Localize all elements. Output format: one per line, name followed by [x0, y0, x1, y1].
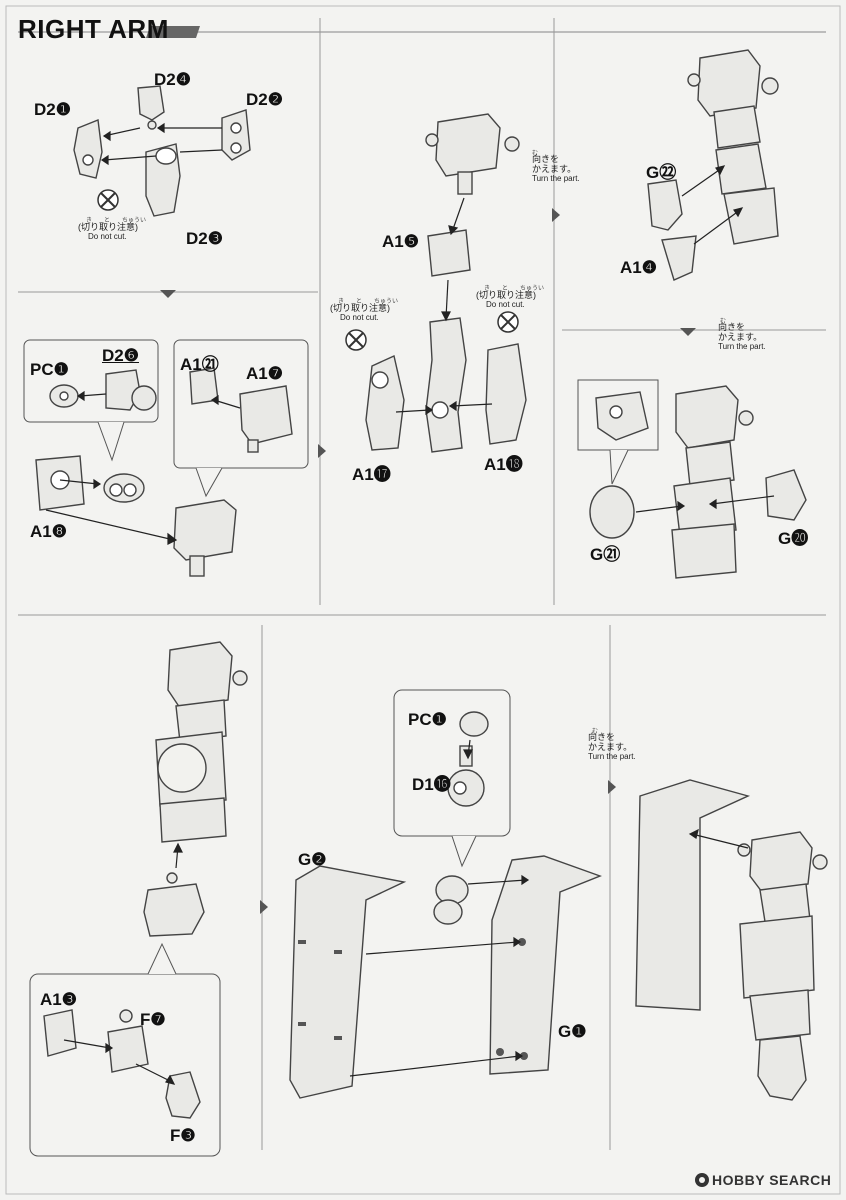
do-not-cut-icon-2	[345, 329, 367, 351]
ruby-mu-2: む	[720, 319, 727, 325]
ruby-mu-3: む	[592, 729, 599, 735]
part-label-d2-6: D2❻	[102, 346, 139, 365]
ruby-chuui-1: ちゅうい	[122, 218, 147, 224]
part-label-a1-3: A1❸	[40, 990, 77, 1009]
turn-jp-line2-3: かえます。	[588, 742, 633, 752]
part-label-a1-18: A1⓲	[484, 455, 523, 474]
ruby-mu-1: む	[532, 151, 539, 157]
turn-jp-line1-3: 向きを	[588, 732, 616, 742]
do-not-cut-en: Do not cut.	[88, 232, 127, 241]
part-label-d2-4: D2❹	[154, 70, 191, 89]
turn-note-2: 向きを かえます。 Turn the part.	[718, 322, 766, 352]
part-label-g2: G❷	[298, 850, 327, 869]
turn-jp-line1-2: 向きを	[718, 322, 746, 332]
do-not-cut-en-2: Do not cut.	[340, 313, 379, 322]
turn-jp-line2: かえます。	[532, 164, 577, 174]
do-not-cut-en-3: Do not cut.	[486, 300, 525, 309]
page-title: RIGHT ARM	[18, 14, 169, 44]
ruby-kiri-3: き	[484, 286, 491, 292]
part-label-f3: F❸	[170, 1126, 196, 1145]
part-label-g21: G㉑	[590, 545, 621, 564]
do-not-cut-note-3: (切り取り注意) Do not cut.	[476, 290, 536, 310]
ruby-kiri-2: き	[338, 299, 345, 305]
turn-jp-line2-2: かえます。	[718, 332, 763, 342]
do-not-cut-note-2: (切り取り注意) Do not cut.	[330, 303, 390, 323]
do-not-cut-jp-2: (切り取り注意)	[330, 303, 390, 313]
turn-note-1: 向きを かえます。 Turn the part.	[532, 154, 580, 184]
turn-en-3: Turn the part.	[588, 752, 636, 761]
part-label-f7: F❼	[140, 1010, 166, 1029]
part-label-pc1-a: PC❶	[30, 360, 69, 379]
part-label-d2-1: D2❶	[34, 100, 71, 119]
ruby-kiri-1: き	[86, 218, 93, 224]
part-label-a1-7: A1❼	[246, 364, 283, 383]
do-not-cut-jp-3: (切り取り注意)	[476, 290, 536, 300]
footer-watermark: HOBBY SEARCH	[712, 1172, 831, 1188]
part-label-g1: G❶	[558, 1022, 587, 1041]
part-label-a1-5: A1❺	[382, 232, 419, 251]
ruby-to-2: と	[356, 299, 363, 305]
turn-en-2: Turn the part.	[718, 342, 766, 351]
part-label-pc1-b: PC❶	[408, 710, 447, 729]
watermark-text: HOBBY SEARCH	[712, 1172, 832, 1188]
part-label-a1-8: A1❽	[30, 522, 67, 541]
do-not-cut-icon-3	[497, 311, 519, 333]
ruby-chuui-2: ちゅうい	[374, 299, 399, 305]
ruby-chuui-3: ちゅうい	[520, 286, 545, 292]
turn-en: Turn the part.	[532, 174, 580, 183]
do-not-cut-note-1: (切り取り注意) Do not cut.	[78, 222, 138, 242]
do-not-cut-jp: (切り取り注意)	[78, 222, 138, 232]
part-label-d2-3: D2❸	[186, 229, 223, 248]
ruby-to-1: と	[104, 218, 111, 224]
do-not-cut-icon-1	[97, 189, 119, 211]
part-label-a1-4: A1❹	[620, 258, 657, 277]
turn-note-3: 向きを かえます。 Turn the part.	[588, 732, 636, 762]
part-label-d2-2: D2❷	[246, 90, 283, 109]
part-label-a1-17: A1⓱	[352, 465, 391, 484]
part-label-g20: G⓴	[778, 529, 809, 548]
turn-jp-line1: 向きを	[532, 154, 560, 164]
ruby-to-3: と	[502, 286, 509, 292]
part-label-g22: G㉒	[646, 163, 677, 182]
part-label-a1-21: A1㉑	[180, 355, 219, 374]
part-label-d1-16: D1⓰	[412, 775, 451, 794]
